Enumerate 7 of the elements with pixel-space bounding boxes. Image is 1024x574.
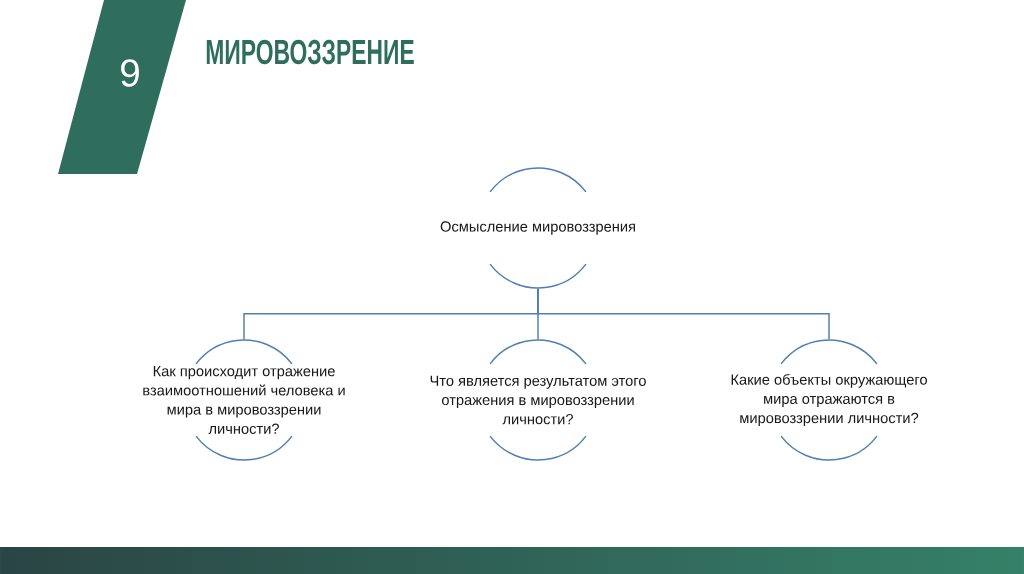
connector-line (537, 288, 830, 340)
circle-node: Что является результатом этого отражения в мировоззрении личности? (430, 339, 646, 461)
circle-node: Осмысление мировоззрения (440, 167, 635, 289)
circle-node: Как происходит отражение взаимоотношений человека и мира в мировоззрении личности? (143, 339, 345, 461)
slide-number: 9 (121, 59, 139, 87)
slide-title: МИРОВОЗЗРЕНИЕ (206, 39, 414, 65)
circle-node: Какие объекты окружающего мира отражаются в мировоззрении личности? (731, 339, 927, 461)
